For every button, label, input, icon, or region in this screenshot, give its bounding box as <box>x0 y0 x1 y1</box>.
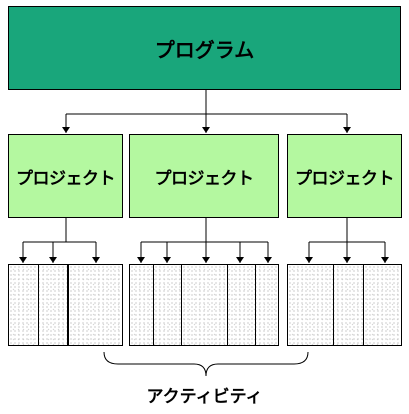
activity-cell <box>182 265 228 345</box>
program-box: プログラム <box>8 6 401 90</box>
activity-brace <box>103 351 309 377</box>
project-label-1: プロジェクト <box>16 168 116 189</box>
activity-group-2 <box>129 264 279 346</box>
activity-cell <box>364 265 401 345</box>
activity-cell <box>9 265 39 345</box>
activity-cell <box>334 265 364 345</box>
program-label: プログラム <box>154 37 255 62</box>
project-box-1: プロジェクト <box>8 134 123 218</box>
project-1-to-activity-connectors <box>19 218 100 263</box>
project-3-to-activity-connectors <box>305 218 389 263</box>
activity-cell <box>130 265 154 345</box>
activity-group-1 <box>8 264 123 346</box>
activity-cell <box>39 265 69 345</box>
activity-cell <box>69 265 122 345</box>
activity-cell <box>154 265 182 345</box>
project-2-to-activity-connectors <box>137 218 272 263</box>
activity-cell <box>228 265 256 345</box>
project-box-3: プロジェクト <box>287 134 402 218</box>
activity-group-3 <box>287 264 402 346</box>
activity-cell <box>288 265 334 345</box>
activity-cell <box>256 265 278 345</box>
program-to-project-connectors <box>62 90 351 133</box>
project-box-2: プロジェクト <box>129 134 279 218</box>
activities-caption: アクティビティ <box>146 387 263 407</box>
project-label-2: プロジェクト <box>154 168 255 189</box>
project-label-3: プロジェクト <box>295 168 395 189</box>
